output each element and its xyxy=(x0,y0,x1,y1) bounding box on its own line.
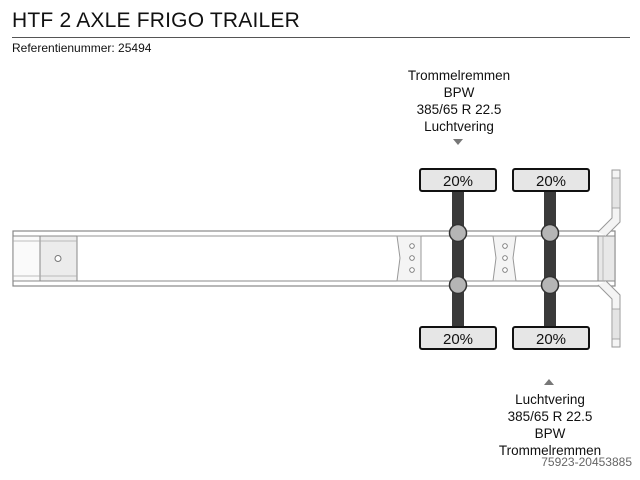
axle-2-hub-bottom xyxy=(540,275,560,295)
top-spec-tyre-size: 385/65 R 22.5 xyxy=(416,102,502,117)
page-title: HTF 2 AXLE FRIGO TRAILER xyxy=(12,9,300,32)
axle-1-top-tyre: 20% xyxy=(419,168,497,192)
bottom-spec-tyre-size: 385/65 R 22.5 xyxy=(507,409,593,424)
top-spec-brakes: Trommelremmen xyxy=(407,68,511,83)
suspension-bracket-rear xyxy=(492,235,517,282)
axle-1-beam xyxy=(452,190,464,328)
axle-2-bottom-tyre: 20% xyxy=(512,326,590,350)
top-axle-spec: Trommelremmen BPW 385/65 R 22.5 Luchtver… xyxy=(379,67,539,135)
watermark-id: 75923-20453885 xyxy=(541,455,632,469)
rear-bumper xyxy=(597,235,616,282)
axle-2: 20% 20% xyxy=(512,168,590,350)
reference-number: Referentienummer: 25494 xyxy=(12,41,152,55)
top-spec-suspension: Luchtvering xyxy=(424,119,494,134)
triangle-up-icon xyxy=(544,379,554,385)
axle-1-top-tyre-label: 20% xyxy=(443,173,473,190)
axle-1: 20% 20% xyxy=(419,168,497,350)
axle-1-bottom-tyre: 20% xyxy=(419,326,497,350)
kingpin-plate xyxy=(12,235,78,282)
axle-2-top-tyre-label: 20% xyxy=(536,173,566,190)
axle-2-bottom-tyre-label: 20% xyxy=(536,331,566,348)
top-spec-axle-brand: BPW xyxy=(443,85,475,100)
axle-1-bottom-tyre-label: 20% xyxy=(443,331,473,348)
axle-2-hub-top xyxy=(540,223,560,243)
axle-1-hub-top xyxy=(448,223,468,243)
chassis-frame xyxy=(12,230,616,287)
axle-1-hub-bottom xyxy=(448,275,468,295)
rear-light-top xyxy=(597,169,621,237)
title-divider xyxy=(12,37,630,38)
bottom-spec-axle-brand: BPW xyxy=(534,426,566,441)
bottom-spec-brakes: Trommelremmen xyxy=(498,443,602,458)
suspension-bracket-front xyxy=(396,235,422,282)
bottom-spec-suspension: Luchtvering xyxy=(515,392,585,407)
rear-light-bottom xyxy=(597,280,621,348)
axle-2-top-tyre: 20% xyxy=(512,168,590,192)
bottom-axle-spec: Luchtvering 385/65 R 22.5 BPW Trommelrem… xyxy=(470,391,630,459)
triangle-down-icon xyxy=(453,139,463,145)
axle-2-beam xyxy=(544,190,556,328)
